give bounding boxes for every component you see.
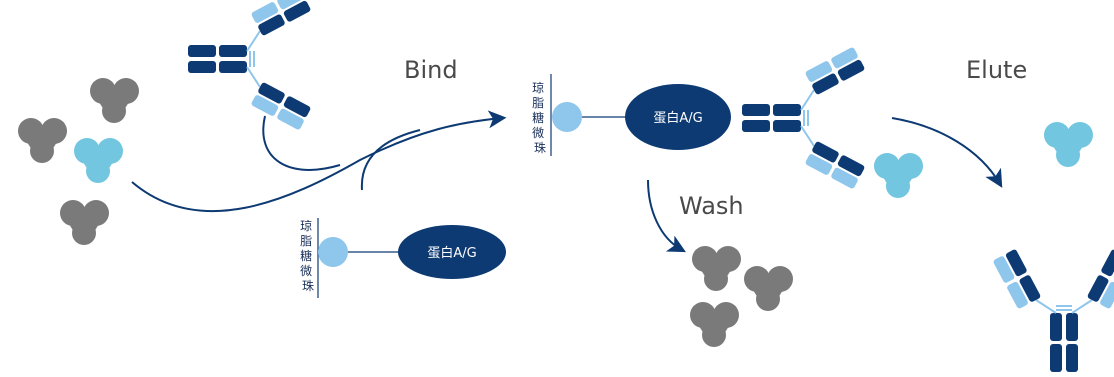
resin-middle: 琼 脂 糖 微 珠 蛋白A/G bbox=[532, 74, 731, 156]
protein-ag-label-middle: 蛋白A/G bbox=[653, 110, 702, 126]
wash-label: Wash bbox=[679, 192, 744, 220]
resin-bottom: 琼 脂 糖 微 珠 蛋白A/G bbox=[300, 218, 506, 298]
gray-protein-1 bbox=[90, 78, 139, 123]
elute-label: Elute bbox=[966, 56, 1027, 84]
protein-ag-label-bottom: 蛋白A/G bbox=[427, 245, 476, 261]
target-protein-cyan bbox=[74, 138, 123, 183]
washed-gray-protein-3 bbox=[690, 302, 739, 347]
bind-arrow-antibody-branch bbox=[262, 115, 341, 171]
bind-label: Bind bbox=[404, 56, 458, 84]
wash-arrow bbox=[647, 179, 686, 253]
washed-gray-protein-1 bbox=[692, 246, 741, 291]
bead-label-bottom: 琼 脂 糖 微 珠 bbox=[300, 218, 316, 293]
protein-ag-bottom bbox=[398, 225, 506, 279]
bind-arrow-main bbox=[131, 110, 507, 213]
antibody-bound bbox=[741, 45, 867, 191]
agarose-bead-middle bbox=[552, 102, 582, 132]
eluted-target-protein bbox=[1044, 122, 1093, 167]
agarose-bead-bottom bbox=[318, 237, 348, 267]
bead-label-middle: 琼 脂 糖 微 珠 bbox=[532, 80, 548, 155]
washed-gray-protein-2 bbox=[744, 266, 793, 311]
bound-target-protein bbox=[874, 153, 923, 198]
protein-ag-middle bbox=[625, 84, 731, 150]
gray-protein-3 bbox=[60, 200, 109, 245]
gray-protein-2 bbox=[18, 118, 67, 163]
eluted-antibody bbox=[993, 249, 1114, 372]
bind-arrow-resin-branch bbox=[360, 129, 421, 191]
elute-arrow bbox=[891, 117, 1003, 188]
antibody-top-left bbox=[187, 0, 313, 132]
